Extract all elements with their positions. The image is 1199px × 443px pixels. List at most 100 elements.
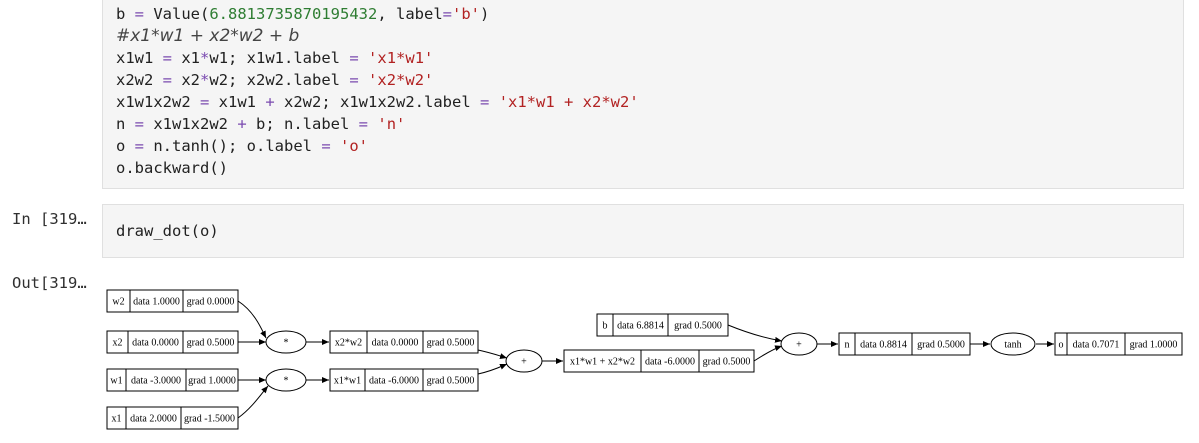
code-token: o: [116, 137, 135, 155]
edge-x1-mul1: [237, 385, 269, 419]
code-token: 'b': [452, 5, 480, 23]
code-line: n = x1w1x2w2 + b; n.label = 'n': [116, 113, 639, 135]
code-line: x1w1x2w2 = x1w1 + x2w2; x1w1x2w2.label =…: [116, 91, 639, 113]
code-token: =: [321, 137, 331, 155]
op-ellipse: [780, 332, 818, 356]
input-prompt: In [319…: [12, 210, 87, 228]
node-label: o: [1059, 340, 1064, 351]
op-ellipse: [265, 368, 307, 392]
code-token: =: [349, 71, 359, 89]
code-token: ): [480, 5, 490, 23]
node-data: data 2.0000: [130, 414, 177, 425]
op-label: *: [284, 376, 289, 387]
code-line: draw_dot(o): [116, 220, 219, 242]
code-token: x1w1x2w2: [116, 93, 200, 111]
code-line: b = Value(6.8813735870195432, label='b'): [116, 3, 639, 25]
code-token: +: [237, 115, 247, 133]
op-label: +: [521, 357, 527, 368]
code-token: b; n.label: [246, 115, 359, 133]
code-line: o.backward(): [116, 157, 639, 179]
code-token: =: [162, 49, 173, 67]
node-grad: grad 0.0000: [187, 297, 235, 308]
code-token: x2w2; x1w1x2w2.label: [274, 93, 480, 111]
node-grad: grad -1.5000: [184, 414, 235, 425]
code-token: x2w2: [116, 71, 163, 89]
node-label: x1*w1 + x2*w2: [570, 357, 635, 368]
value-node-x2w2: x2*w2 data 0.0000 grad 0.5000: [329, 330, 479, 354]
code-token: #x1*w1 + x2*w2 + b: [116, 26, 300, 46]
node-data: data 1.0000: [133, 297, 180, 308]
value-node-box: [596, 313, 729, 337]
node-data: data 0.0000: [132, 338, 179, 349]
code-token: =: [480, 93, 490, 111]
code-line: #x1*w1 + x2*w2 + b: [116, 25, 639, 47]
node-data: data 0.8814: [860, 340, 907, 351]
code-token: =: [349, 49, 359, 67]
code-token: Value(: [144, 5, 210, 23]
code-token: w1; x1w1.label: [209, 49, 350, 67]
node-label: x2: [113, 338, 123, 349]
code-token: +: [265, 93, 275, 111]
edge-w2-mul2: [237, 300, 267, 339]
code-token: =: [134, 137, 145, 155]
code-token: =: [200, 93, 210, 111]
op-node-tanh: tanh: [990, 332, 1036, 356]
code-token: x1w1: [209, 93, 266, 111]
code-token: =: [162, 71, 173, 89]
code-token: =: [358, 115, 369, 133]
op-label: +: [796, 340, 802, 351]
value-node-box: [563, 349, 755, 373]
node-grad: grad 0.5000: [427, 338, 475, 349]
code-token: n: [116, 115, 135, 133]
value-node-box: [106, 330, 239, 354]
node-data: data -3.0000: [131, 376, 181, 387]
node-data: data 0.0000: [372, 338, 419, 349]
edge-b-add2: [727, 324, 783, 343]
code-token: 'n': [377, 115, 406, 133]
code-lines-mid: draw_dot(o): [116, 220, 219, 242]
op-ellipse: [990, 332, 1036, 356]
value-node-box: [106, 368, 239, 392]
code-token: =: [134, 115, 145, 133]
node-label: x2*w2: [335, 338, 362, 349]
output-prompt: Out[319…: [12, 274, 87, 292]
code-token: 'x2*w2': [368, 71, 434, 89]
code-token: x1: [172, 49, 201, 67]
code-cell-source[interactable]: b = Value(6.8813735870195432, label='b')…: [102, 0, 1184, 189]
node-label: w1: [110, 376, 122, 387]
node-grad: grad 0.5000: [427, 376, 475, 387]
code-token: o.backward(): [116, 159, 228, 177]
op-node-mul2: *: [265, 330, 307, 354]
value-node-box: [838, 332, 971, 356]
code-token: 'x1*w1 + x2*w2': [498, 93, 639, 111]
code-line: x1w1 = x1*w1; x1w1.label = 'x1*w1': [116, 47, 639, 69]
op-node-mul1: *: [265, 368, 307, 392]
node-grad: grad 0.5000: [187, 338, 235, 349]
code-token: n.tanh(); o.label: [144, 137, 322, 155]
code-token: x1w1: [116, 49, 163, 67]
value-node-box: [329, 368, 479, 392]
code-lines-top: b = Value(6.8813735870195432, label='b')…: [116, 3, 639, 179]
value-node-box: [1054, 332, 1183, 356]
node-grad: grad 0.5000: [917, 340, 965, 351]
graph-edges: [237, 300, 1054, 419]
node-grad: grad 0.5000: [674, 321, 722, 332]
op-ellipse: [505, 349, 543, 373]
code-line: o = n.tanh(); o.label = 'o': [116, 135, 639, 157]
code-token: , label: [377, 5, 443, 23]
code-token: 'o': [340, 137, 369, 155]
node-grad: grad 1.0000: [1130, 340, 1178, 351]
value-node-box: [106, 406, 239, 430]
op-node-add1: +: [505, 349, 543, 373]
code-token: 'x1*w1': [368, 49, 434, 67]
code-cell-draw-dot[interactable]: draw_dot(o): [102, 204, 1184, 258]
code-token: b: [116, 5, 135, 23]
code-token: *: [200, 71, 210, 89]
